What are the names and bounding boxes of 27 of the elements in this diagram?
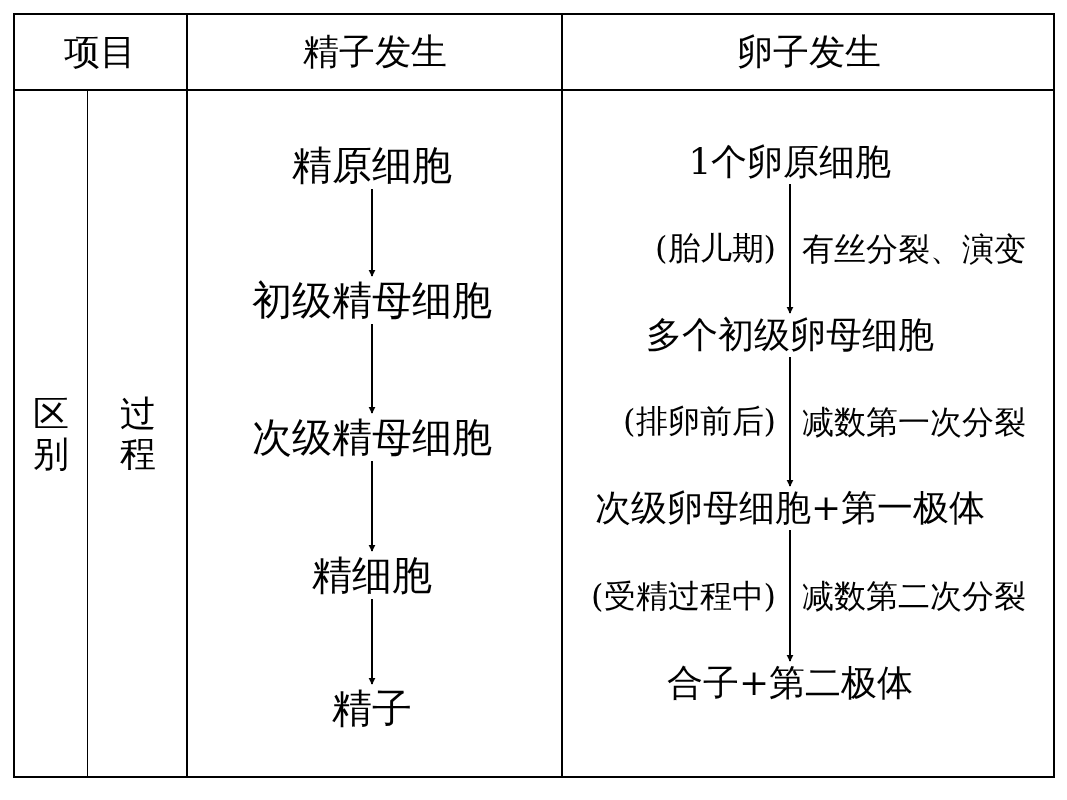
cell-stage-text: 精子 bbox=[332, 688, 412, 728]
stage-period-label: (排卵前后) bbox=[623, 405, 776, 437]
edge-label: 减数第二次分裂 bbox=[802, 579, 1026, 612]
header-cell-text: 卵子发生 bbox=[736, 33, 881, 70]
cell-stage-text: 次级卵母细胞+第一极体 bbox=[594, 490, 986, 526]
header-cell-text: 项目 bbox=[64, 33, 136, 70]
cell-stage-text: 精原细胞 bbox=[292, 145, 452, 185]
cell-stage-text: 次级精母细胞 bbox=[252, 417, 492, 457]
stage-period-label: (胎儿期) bbox=[655, 232, 776, 264]
row-header-text: 区别 bbox=[32, 394, 69, 474]
cell-stage-text: 合子+第二极体 bbox=[666, 665, 914, 701]
arrow bbox=[368, 188, 376, 277]
cell-stage-text: 1个卵原细胞 bbox=[688, 144, 892, 180]
header-cell-text: 精子发生 bbox=[302, 33, 447, 70]
arrow bbox=[786, 183, 794, 314]
arrow bbox=[368, 460, 376, 552]
arrow bbox=[786, 529, 794, 662]
cell-stage-text: 多个初级卵母细胞 bbox=[646, 317, 934, 353]
arrow bbox=[368, 598, 376, 685]
stage-period-label: (受精过程中) bbox=[591, 580, 776, 612]
cell-stage-text: 初级精母细胞 bbox=[252, 280, 492, 320]
edge-label: 有丝分裂、演变 bbox=[802, 232, 1026, 265]
arrow bbox=[786, 356, 794, 487]
arrow bbox=[368, 323, 376, 414]
cell-stage-text: 精细胞 bbox=[312, 555, 432, 595]
row-header-text: 过程 bbox=[119, 394, 156, 474]
edge-label: 减数第一次分裂 bbox=[802, 405, 1026, 438]
